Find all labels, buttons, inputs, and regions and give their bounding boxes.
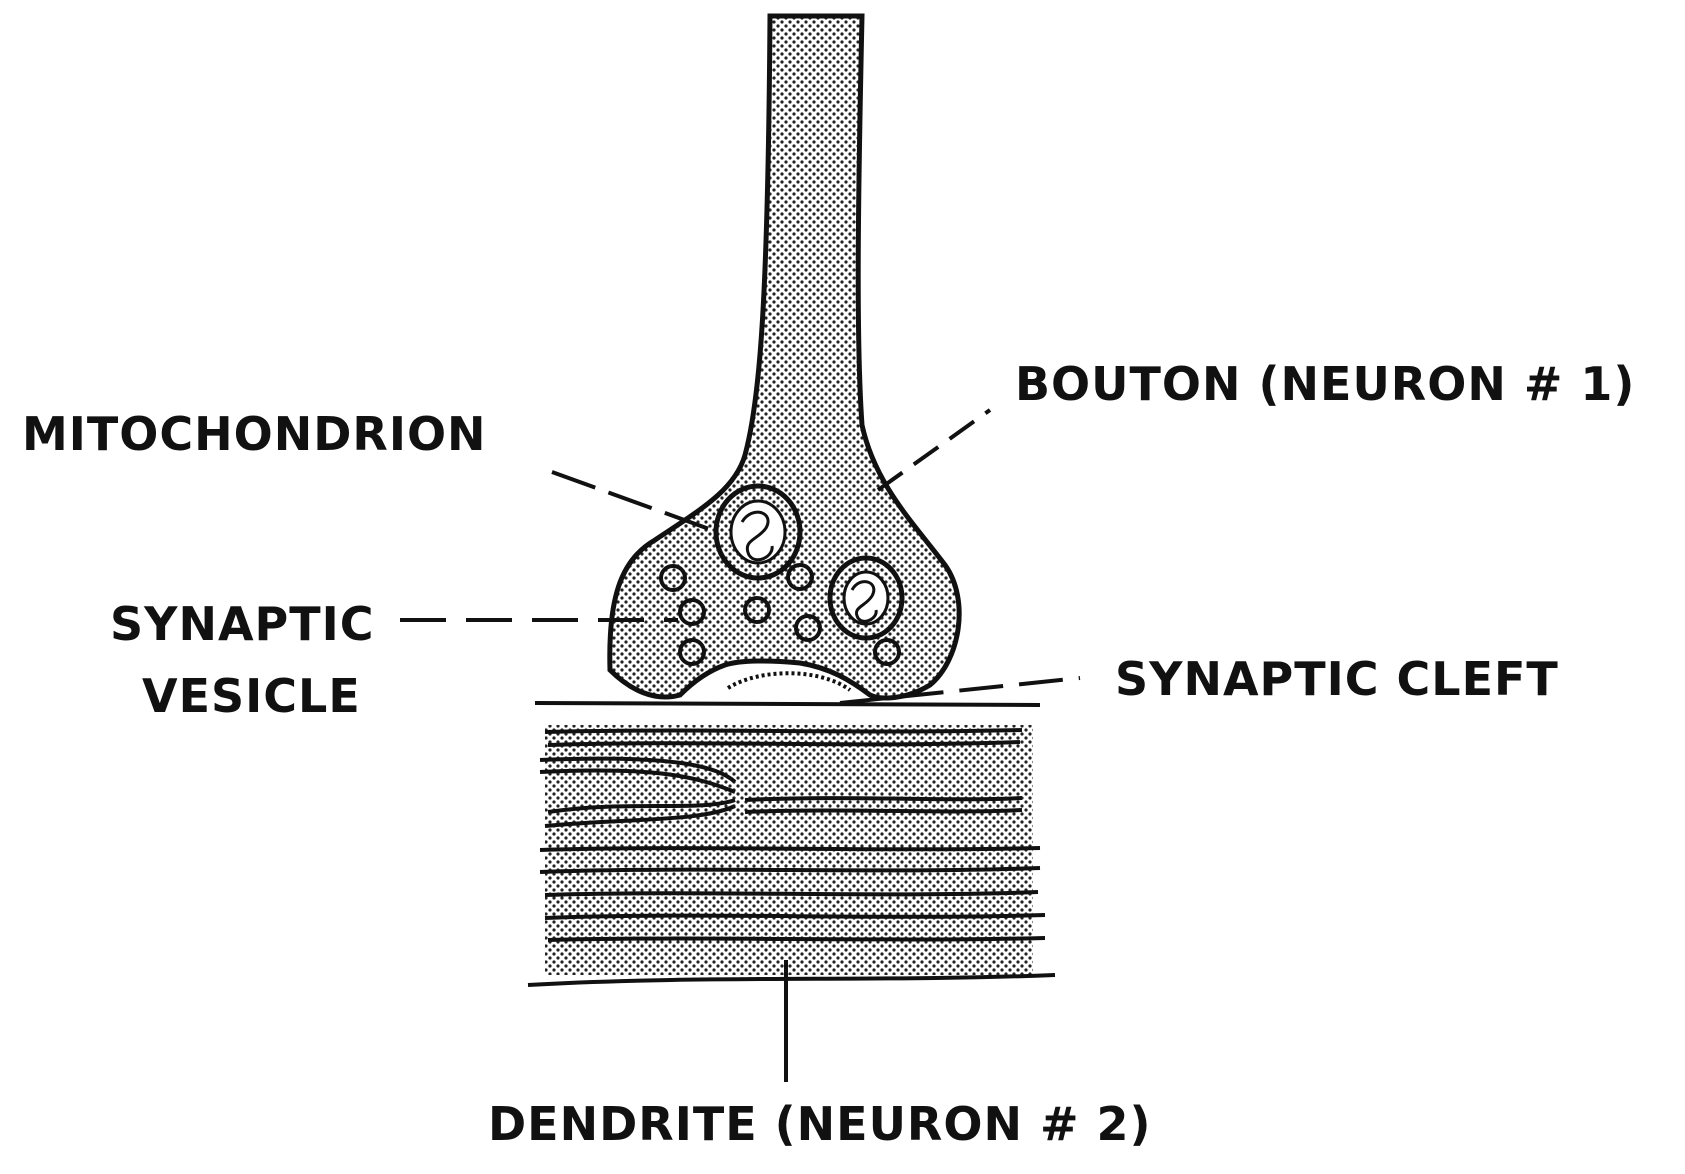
vesicle (678, 598, 706, 626)
vesicle (678, 638, 706, 666)
vesicle (786, 563, 814, 591)
bouton-body (607, 13, 962, 701)
bouton-label: BOUTON (NEURON # 1) (1015, 357, 1635, 411)
mitochondrion-upper (713, 483, 803, 581)
dendrite-body (527, 725, 1056, 987)
vesicle (794, 614, 822, 642)
bouton-leader (876, 408, 992, 492)
vesicle (743, 596, 771, 624)
synaptic-cleft-label: SYNAPTIC CLEFT (1115, 652, 1559, 706)
synaptic-vesicle-label-line1: SYNAPTIC (110, 597, 375, 651)
mitochondrion-label: MITOCHONDRION (22, 407, 487, 461)
active-zone (726, 671, 852, 692)
vesicle (659, 564, 687, 592)
postsynaptic-membrane (534, 701, 1041, 707)
mitochondrion-lower (827, 555, 905, 641)
dendrite-label: DENDRITE (NEURON # 2) (488, 1097, 1152, 1151)
synaptic-vesicles (659, 563, 901, 666)
synaptic-cleft-leader (839, 676, 1081, 705)
vesicle (873, 638, 901, 666)
mitochondrion-leader (551, 470, 713, 532)
synaptic-vesicle-label-line2: VESICLE (142, 669, 361, 723)
